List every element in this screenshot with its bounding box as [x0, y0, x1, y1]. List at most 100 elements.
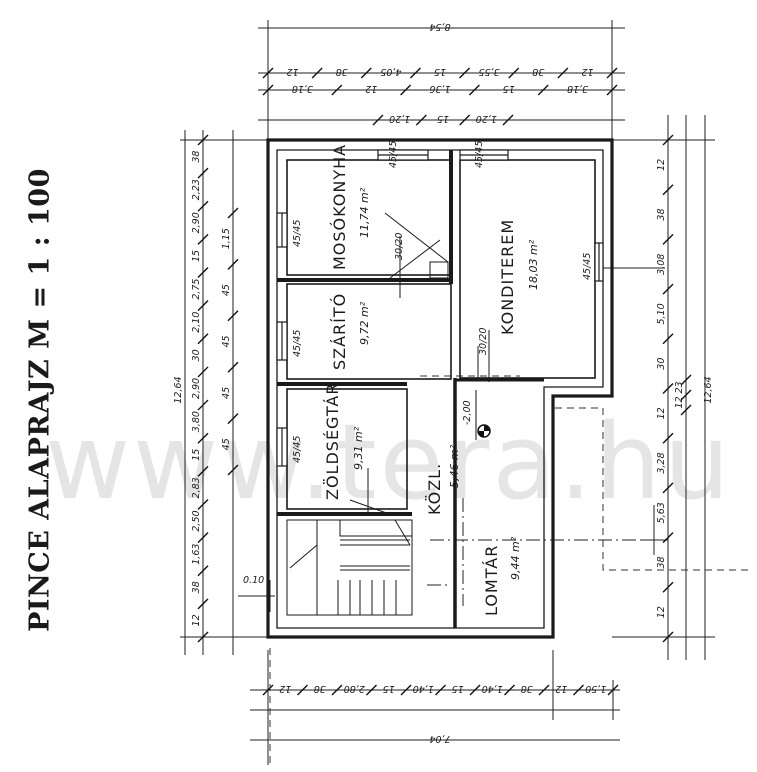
dimension-left: 3,80 — [191, 411, 202, 432]
window-notes: 45/45 45/45 45/45 45/45 45/45 45/45 30/2… — [243, 141, 593, 586]
dimension-tick — [459, 67, 471, 79]
dashed-outlines — [269, 375, 750, 766]
dimension-tick — [372, 114, 384, 126]
dimension-tick — [197, 498, 209, 510]
dimension-right: 38 — [656, 209, 667, 221]
dimension-left: 12 — [191, 614, 202, 626]
dimension-top: 3,18 — [292, 83, 313, 94]
stair-note: 30/20 — [478, 328, 489, 355]
dimension-left: 2,90 — [191, 212, 202, 233]
dimension-tick — [360, 67, 372, 79]
room-labels: MOSÓKONYHA 11,74 m² SZÁRÍTÓ 9,72 m² ZÖLD… — [323, 144, 540, 616]
window-mark: 45/45 — [292, 436, 303, 463]
dimension-right: 12 — [656, 407, 667, 419]
dimension-tick — [400, 684, 412, 696]
dimension-right: 3,08 — [656, 254, 667, 275]
dimension-total-right: 12,64 — [703, 376, 714, 403]
doors — [349, 212, 513, 516]
dimension-tick — [227, 464, 239, 476]
dimension-tick — [400, 84, 412, 96]
dimension-left: 38 — [191, 581, 202, 593]
dimension-tick — [227, 258, 239, 270]
dimension-top: 12 — [365, 83, 377, 94]
dimension-tick — [197, 134, 209, 146]
room-area-lomtar: 9,44 m² — [509, 536, 522, 580]
dimension-tick — [262, 84, 274, 96]
dimension-tick — [502, 114, 514, 126]
dimension-top-opening: 15 — [437, 113, 449, 124]
level-label: -2,00 — [462, 400, 473, 425]
dimension-lines — [180, 20, 715, 765]
dimension-left: 2,90 — [191, 378, 202, 399]
dimension-tick — [662, 283, 674, 295]
dimension-right: 3,28 — [656, 452, 667, 473]
dimension-tick — [262, 67, 274, 79]
dimension-tick — [197, 399, 209, 411]
dimension-right-inner: 23 — [674, 381, 685, 393]
dimension-tick — [607, 684, 619, 696]
dimension-tick — [606, 67, 618, 79]
dimension-right: 12 — [656, 606, 667, 618]
dimension-tick — [469, 684, 481, 696]
dimension-tick — [662, 383, 674, 394]
dimension-bottom: 1,40 — [482, 683, 503, 694]
dimension-tick — [459, 114, 471, 126]
dimension-total-left: 12,64 — [173, 376, 184, 403]
dimension-tick — [262, 684, 274, 696]
dimension-tick — [197, 465, 209, 477]
dimension-tick — [331, 684, 343, 696]
dimension-left: 2,10 — [191, 312, 202, 333]
window-mark: 45/45 — [474, 141, 485, 168]
dimension-tick — [197, 432, 209, 444]
dimension-left: 2,75 — [191, 279, 202, 300]
dimension-tick — [504, 684, 515, 696]
dimension-tick — [197, 167, 209, 179]
dimension-tick — [538, 684, 550, 696]
dimension-total-top: 8,54 — [429, 21, 450, 32]
dimension-tick — [557, 67, 569, 79]
dimension-top: 12 — [287, 66, 299, 77]
dimension-tick — [227, 310, 239, 322]
dimension-top: 15 — [434, 66, 446, 77]
level-marker: -2,00 — [462, 390, 491, 440]
dimension-tick — [468, 84, 480, 96]
dimension-top: 38 — [336, 66, 348, 77]
plan-title: PINCE ALAPRAJZ M = 1 : 100 — [24, 168, 56, 632]
dimension-tick — [662, 482, 674, 494]
room-area-mosokonyha: 11,74 m² — [358, 187, 371, 238]
room-area-konditerem: 18,03 m² — [527, 239, 540, 290]
dimension-top: 3,55 — [479, 66, 500, 77]
dimension-bottom: 2,80 — [344, 683, 365, 694]
dimension-top: 38 — [532, 66, 544, 77]
room-name-kozl: KÖZL. — [425, 463, 444, 515]
dimension-bottom: 38 — [521, 683, 533, 694]
room-name-konditerem: KONDITEREM — [498, 219, 517, 335]
windows — [276, 149, 604, 467]
dimension-tick — [197, 565, 209, 577]
dimension-tick — [197, 598, 209, 610]
dimension-tick — [662, 134, 674, 146]
dimension-tick — [662, 631, 674, 643]
dimension-left-inner: 45 — [221, 335, 232, 347]
staircase — [286, 519, 413, 616]
dimension-left: 30 — [191, 349, 202, 361]
dimension-left-inner: 1,15 — [221, 228, 232, 249]
dimension-left: 15 — [191, 250, 202, 262]
room-area-szarito: 9,72 m² — [358, 301, 371, 345]
dimension-ticks — [197, 67, 692, 696]
window-mark: 45/45 — [292, 330, 303, 357]
room-area-kozl: 5,46 m² — [448, 444, 461, 488]
room-name-mosokonyha: MOSÓKONYHA — [330, 144, 349, 270]
dimension-left: 2,23 — [191, 179, 202, 200]
window-mark: 45/45 — [582, 253, 593, 280]
dimension-tick — [366, 684, 377, 696]
dimension-tick — [331, 84, 343, 96]
dimension-top-opening: 1,20 — [476, 113, 497, 124]
dimension-tick — [537, 84, 549, 96]
dimension-tick — [508, 67, 520, 79]
dimension-tick — [662, 333, 674, 345]
dimension-tick — [680, 404, 692, 416]
dimension-top: 12 — [581, 66, 593, 77]
dimension-tick — [197, 366, 209, 378]
